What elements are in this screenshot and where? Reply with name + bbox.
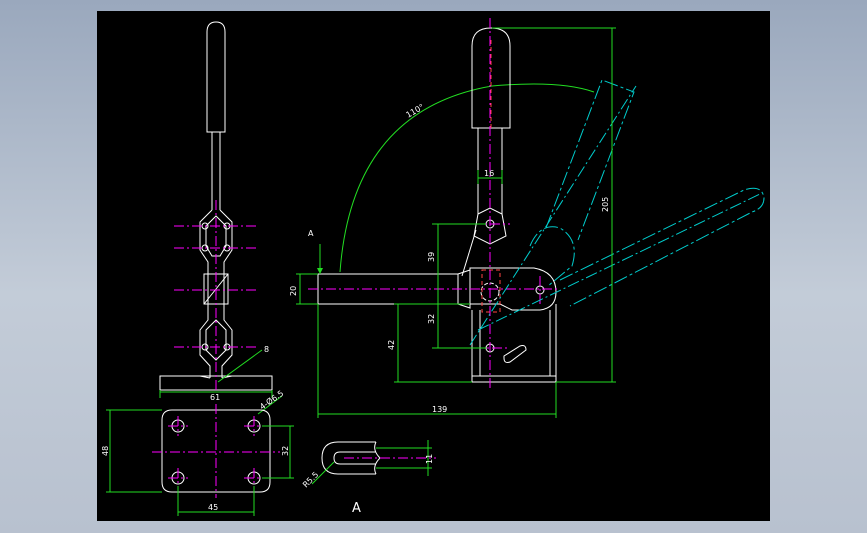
plate-dims: [106, 409, 294, 516]
detail-a-title: A: [352, 501, 361, 516]
dim-handle-dia: 16: [484, 169, 494, 178]
side-pivot-diag: [203, 273, 229, 305]
view-a-arrowhead: [317, 268, 323, 274]
rotated-handle-upper-body: [529, 226, 575, 287]
plate-centerlines: [152, 404, 280, 498]
dim-slot-radius: R5.5: [301, 470, 320, 489]
dim-plate-height: 48: [101, 446, 110, 456]
dim-base-width: 61: [210, 393, 220, 402]
dim-clear-height: 39: [427, 252, 436, 262]
base-frame: [471, 304, 557, 383]
frame-slot: [503, 345, 527, 363]
front-handle-grip: [471, 27, 511, 129]
slot-outer: [321, 441, 376, 475]
dim-lower-height: 32: [427, 314, 436, 324]
front-view: [317, 27, 557, 383]
dim-swing-angle: 110°: [405, 102, 426, 119]
rotated-handle-lower-grip: [559, 187, 765, 307]
dim-r-leader: [311, 461, 335, 485]
dim-base-height: 42: [387, 340, 396, 350]
plate-outline: [161, 409, 271, 493]
swing-arc: [339, 83, 595, 273]
rotated-handle-upper-grip: [545, 79, 635, 241]
dim-hole-leader: [257, 395, 283, 415]
detail-a-dims: [311, 440, 432, 485]
rotated-axis-2: [477, 193, 761, 331]
front-centerlines: [308, 18, 560, 390]
cad-drawing: 8 61 4-Ø6.5: [101, 18, 765, 516]
dim-8-leader: [217, 349, 263, 383]
slot-inner: [333, 451, 376, 465]
side-handle-grip: [206, 21, 226, 133]
hidden-link: [481, 269, 501, 313]
dim-hole-pitch-y: 32: [281, 446, 290, 456]
side-base-top: [199, 375, 211, 379]
side-linkage-outer: [199, 209, 233, 378]
front-dims: [296, 27, 616, 418]
dim-slot-width: 11: [425, 454, 434, 464]
rotated-axis: [469, 85, 637, 346]
side-view-centerlines: [174, 200, 258, 392]
side-view-dims: [159, 349, 283, 415]
dim-bar-dia: 20: [289, 286, 298, 296]
dim-total-length: 139: [432, 405, 447, 414]
upper-link-arm: [461, 229, 477, 277]
front-hidden-lines: [481, 40, 501, 313]
dim-hole-spacing: 8: [264, 345, 269, 354]
view-a-marker: A: [308, 229, 314, 238]
dim-hole-pitch-x: 45: [208, 503, 218, 512]
pivot-body: [469, 267, 557, 311]
drawing-canvas: 8 61 4-Ø6.5: [97, 11, 770, 521]
rotated-handle-lower: [559, 187, 765, 307]
dim-total-height: 205: [601, 197, 610, 212]
rotated-handle-upper: [529, 79, 635, 287]
